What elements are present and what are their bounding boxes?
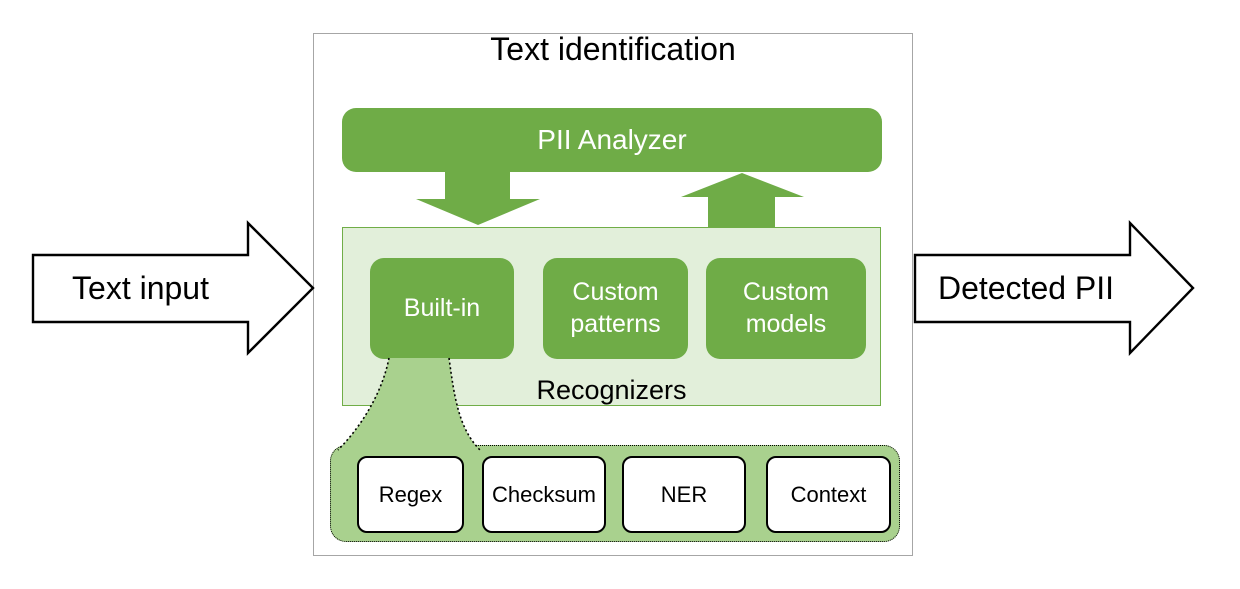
built-in-zoom-funnel (337, 357, 481, 451)
checksum-box: Checksum (482, 456, 606, 533)
checksum-label: Checksum (492, 481, 596, 507)
custom-models-label: Custom models (742, 278, 830, 338)
custom-patterns-label: Custom patterns (570, 278, 661, 338)
context-label: Context (790, 481, 867, 507)
built-in-recognizer-box: Built-in (370, 258, 514, 359)
detected-pii-arrow (913, 220, 1195, 356)
right-block-arrow-outline-icon (31, 220, 315, 356)
detected-pii-label: Detected PII (937, 270, 1115, 306)
context-box: Context (766, 456, 891, 533)
regex-label: Regex (378, 481, 443, 507)
text-input-arrow (31, 220, 315, 356)
pii-analyzer-label: PII Analyzer (537, 124, 687, 155)
pii-analyzer-box: PII Analyzer (342, 108, 882, 172)
custom-models-recognizer-box: Custom models (706, 258, 866, 359)
regex-box: Regex (357, 456, 464, 533)
custom-patterns-recognizer-box: Custom patterns (543, 258, 688, 359)
right-block-arrow-outline-icon (913, 220, 1195, 356)
text-input-label: Text input (72, 270, 209, 306)
diagram-title: Text identification (490, 31, 736, 67)
ner-box: NER (622, 456, 746, 533)
analyzer-recognizer-flow-arrows (416, 172, 804, 227)
built-in-label: Built-in (403, 293, 481, 322)
ner-label: NER (660, 481, 708, 507)
built-in-detail-container: Regex Checksum NER Context (330, 445, 900, 542)
up-arrow-icon (681, 173, 804, 227)
recognizers-panel-label: Recognizers (536, 375, 687, 405)
down-arrow-icon (416, 172, 540, 225)
